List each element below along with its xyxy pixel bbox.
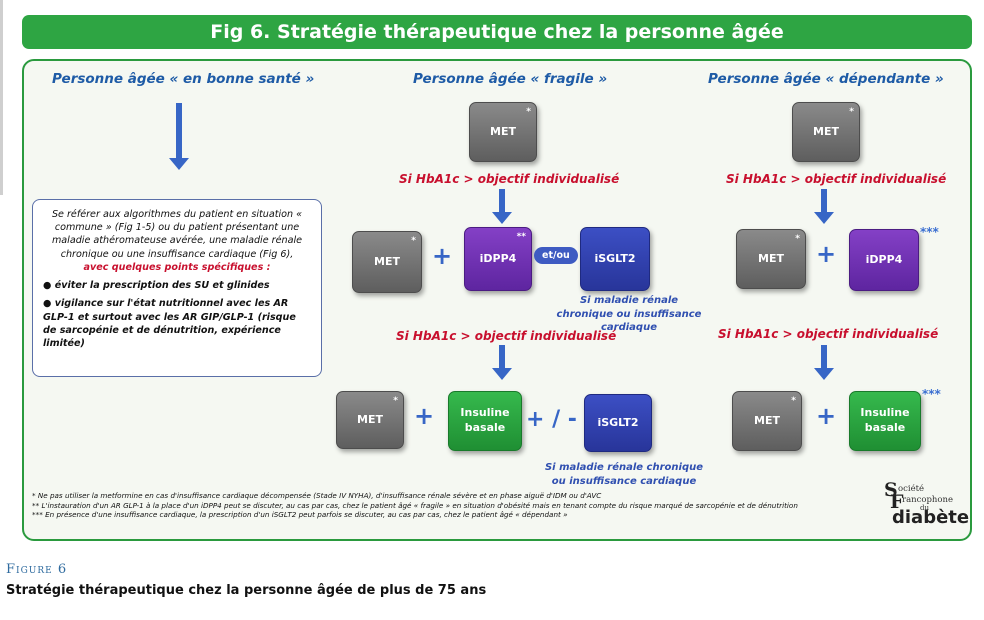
and-or-connector: et/ou [534,247,578,264]
idpp4-box-fragile: iDPP4 ** [464,227,532,291]
logo-letter-s: S [884,479,898,501]
logo-letter-f: F [890,491,904,513]
footnote-marker: * [393,396,398,406]
note-bullet-nutrition: ● vigilance sur l'état nutritionnel avec… [43,298,296,350]
met-box-fragile-step1: MET * [469,102,537,162]
met-label: MET [754,413,780,427]
met-label: MET [758,251,784,265]
idpp4-label: iDPP4 [479,251,517,265]
footnote-marker: * [411,236,416,246]
met-box-fragile-step3: MET * [336,391,404,449]
footnote-marker: ** [516,232,526,242]
figure-title: Fig 6. Stratégie thérapeutique chez la p… [22,15,972,49]
footnote-marker-triple: *** [920,225,939,239]
met-label: MET [490,124,516,138]
arrow-down-fragile-1 [492,189,512,224]
condition-renal-cardiac-2: Si maladie rénale chronique ou insuffisa… [544,462,704,487]
logo-word-ociete: ociété [898,484,925,494]
column-header-dependent: Personne âgée « dépendante » [708,71,944,87]
insulin-line-2: basale [864,421,906,434]
plus-sign: + [414,402,435,430]
left-edge-shadow [0,0,3,195]
footnote-marker-triple: *** [922,387,941,401]
met-box-dependent-step1: MET * [792,102,860,162]
strategy-panel: Personne âgée « en bonne santé » Personn… [22,59,972,541]
insulin-line-1: Insuline [860,406,910,420]
met-box-dependent-step3: MET * [732,391,802,451]
insulin-line-2: basale [464,421,506,434]
condition-hba1c-dependent-2: Si HbA1c > objectif individualisé [718,327,939,341]
met-box-dependent-step2: MET * [736,229,806,289]
footnote-3: *** En présence d'une insuffisance cardi… [32,510,568,520]
logo-word-rancophone: rancophone [902,495,954,505]
condition-renal-cardiac-1: Si maladie rénale chronique ou insuffisa… [556,295,702,333]
note-bullet-su: ● éviter la prescription des SU et glini… [43,280,270,292]
footnotes: * Ne pas utiliser la metformine en cas d… [32,491,862,520]
isglt2-label: iSGLT2 [594,251,636,265]
plus-sign: + [816,240,837,268]
arrow-down-dependent-2 [814,345,834,380]
idpp4-label: iDPP4 [865,252,903,266]
plus-minus-sign: + / - [526,407,577,432]
footnote-1: * Ne pas utiliser la metformine en cas d… [32,491,602,500]
footnote-2: ** L'instauration d'un AR GLP-1 à la pla… [32,500,798,510]
logo-word-diabete: diabète [892,507,970,528]
footnote-marker: * [526,107,531,117]
logo-word-du: du [920,504,929,512]
sfd-logo: S ociété F rancophone du diabète [884,479,969,529]
met-box-fragile-step2: MET * [352,231,422,293]
arrow-down-dependent-1 [814,189,834,224]
footnote-marker: * [849,107,854,117]
arrow-down-fragile-2 [492,345,512,380]
idpp4-box-dependent: iDPP4 [849,229,919,291]
figure-caption: Stratégie thérapeutique chez la personne… [6,583,487,598]
footnote-marker: * [795,234,800,244]
met-label: MET [374,254,400,268]
condition-hba1c-fragile-1: Si HbA1c > objectif individualisé [399,172,620,186]
note-intro: Se référer aux algorithmes du patient en… [51,209,303,260]
met-label: MET [813,124,839,138]
footnote-marker: * [791,396,796,406]
met-label: MET [357,412,383,426]
plus-sign: + [432,242,453,270]
figure-label: Figure 6 [6,562,68,577]
condition-hba1c-fragile-2: Si HbA1c > objectif individualisé [396,329,617,343]
isglt2-label: iSGLT2 [597,415,639,429]
condition-hba1c-dependent-1: Si HbA1c > objectif individualisé [726,172,947,186]
plus-sign: + [816,402,837,430]
recommendation-note: Se référer aux algorithmes du patient en… [32,199,322,377]
column-header-healthy: Personne âgée « en bonne santé » [52,71,315,87]
insulin-line-1: Insuline [460,406,510,420]
isglt2-box-fragile-step3: iSGLT2 [584,394,652,452]
isglt2-box-fragile-step2: iSGLT2 [580,227,650,291]
note-emphasis: avec quelques points spécifiques : [83,261,271,273]
column-header-fragile: Personne âgée « fragile » [413,71,608,87]
arrow-down-healthy [169,103,189,170]
